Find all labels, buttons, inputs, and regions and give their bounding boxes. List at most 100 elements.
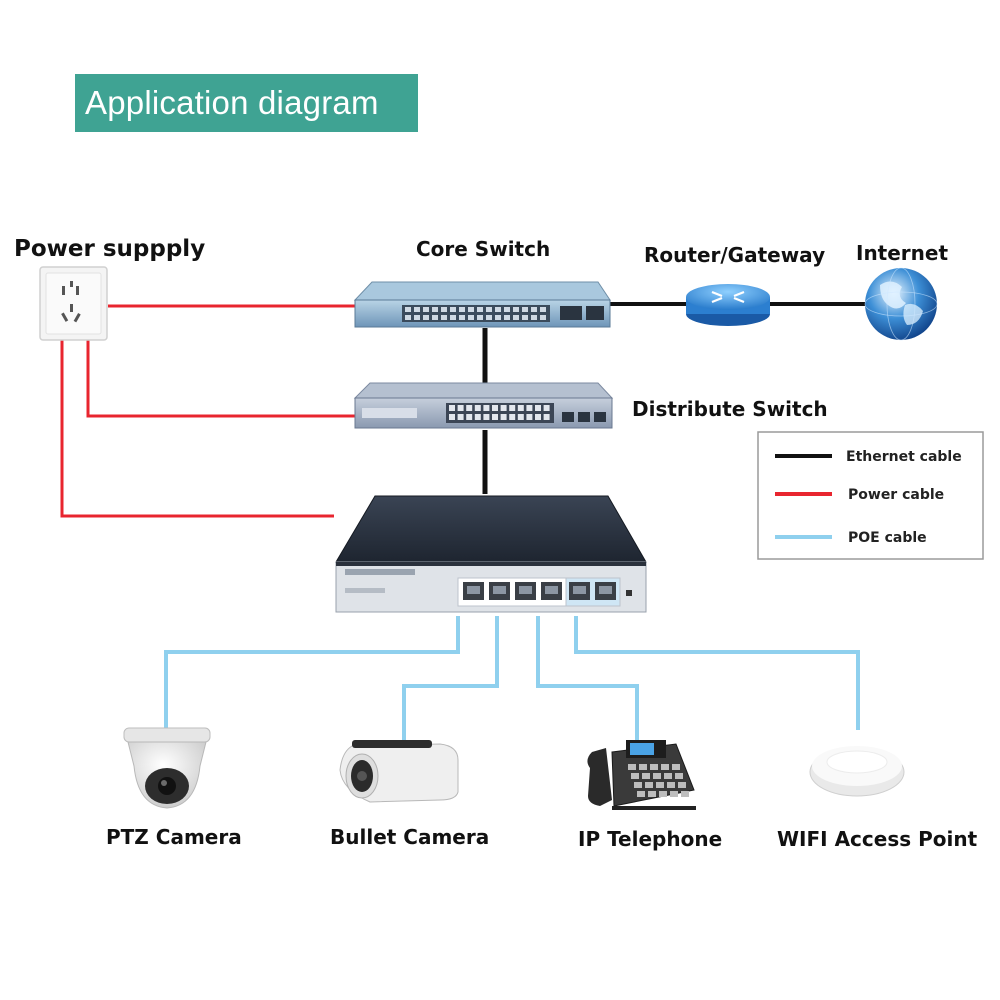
phone-key [648,791,656,797]
phone-key [642,773,650,779]
phone-key [670,791,678,797]
power-cable-poe [60,340,334,518]
core-switch-port [405,315,411,320]
distribute-switch-icon [353,382,614,429]
page-title: Application diagram [75,74,418,132]
core-switch-port [486,307,492,312]
legend-item-poe: POE cable [775,530,927,546]
phone-key [631,773,639,779]
poe-switch-port-contact [545,586,558,594]
core-switch-icon [353,281,611,328]
distribute-switch-port [449,414,455,420]
label-distribute-switch: Distribute Switch [632,397,828,421]
poe-switch-icon [335,495,647,613]
label-internet: Internet [856,241,948,265]
phone-key [672,764,680,770]
legend: Ethernet cable Power cable POE cable [757,431,984,560]
label-ip-telephone: IP Telephone [578,827,722,851]
ip-phone-icon [587,740,696,810]
legend-item-ethernet: Ethernet cable [775,449,962,465]
core-switch-port [540,315,546,320]
phone-key [675,773,683,779]
distribute-switch-port [483,405,490,411]
distribute-switch-port [517,414,524,420]
distribute-switch-port [526,414,533,420]
distribute-switch-port [466,414,473,420]
core-switch-port [468,307,474,312]
phone-key [645,782,653,788]
core-switch-port [441,307,447,312]
distribute-switch-port [457,414,464,420]
poe-cable-phone [536,616,639,740]
distribute-switch-port [483,414,490,420]
distribute-switch-port [509,405,516,411]
core-switch-port [459,315,465,320]
phone-key [628,764,636,770]
phone-key [650,764,658,770]
router-icon [686,284,770,326]
distribute-switch-port [535,414,541,420]
poe-cable-wifi [574,616,860,730]
distribute-switch-port [535,405,541,411]
core-switch-port [504,307,510,312]
phone-key [667,782,675,788]
power-socket-icon [39,266,108,341]
core-switch-port [450,307,456,312]
core-switch-port [495,315,501,320]
ethernet-cables [482,302,866,494]
phone-key [639,764,647,770]
core-switch-port [432,315,438,320]
poe-switch-port-contact [519,586,532,594]
core-switch-port [522,315,528,320]
globe-icon [864,267,938,341]
distribute-switch-port [500,405,507,411]
distribute-switch-port [492,414,498,420]
core-switch-port [414,307,420,312]
poe-switch-port-contact [493,586,506,594]
phone-key [681,791,689,797]
legend-label-power: Power cable [848,487,944,503]
distribute-switch-port [517,405,524,411]
phone-key [659,791,667,797]
core-switch-port [522,307,528,312]
core-switch-port [423,315,429,320]
label-bullet-camera: Bullet Camera [330,825,489,849]
distribute-switch-port [500,414,507,420]
legend-item-power: Power cable [775,487,944,503]
phone-key [634,782,642,788]
phone-key [637,791,645,797]
distribute-switch-port [509,414,516,420]
core-switch-port [540,307,546,312]
phone-key [664,773,672,779]
core-switch-port [495,307,501,312]
bullet-camera-icon [339,740,459,803]
distribute-switch-port [457,405,464,411]
phone-key [678,782,686,788]
distribute-switch-port [526,405,533,411]
phone-key [656,782,664,788]
core-switch-port [477,315,483,320]
legend-label-ethernet: Ethernet cable [846,449,962,465]
core-switch-port [432,307,438,312]
power-cable-distribute [86,340,355,418]
core-switch-port [423,307,429,312]
core-switch-port [441,315,447,320]
core-switch-port [531,315,537,320]
label-core-switch: Core Switch [416,237,550,261]
distribute-switch-port [492,405,498,411]
core-switch-port [513,307,519,312]
dome-camera-icon [123,727,211,809]
phone-key [661,764,669,770]
distribute-switch-port [474,405,481,411]
core-switch-port [405,307,411,312]
core-switch-port [450,315,456,320]
label-wifi-ap: WIFI Access Point [777,827,978,851]
core-switch-port [414,315,420,320]
label-power-supply: Power suppply [14,236,205,262]
poe-switch-port-contact [599,586,612,594]
distribute-switch-port [466,405,473,411]
poe-cables [164,616,860,742]
core-switch-port [468,315,474,320]
core-switch-port [486,315,492,320]
